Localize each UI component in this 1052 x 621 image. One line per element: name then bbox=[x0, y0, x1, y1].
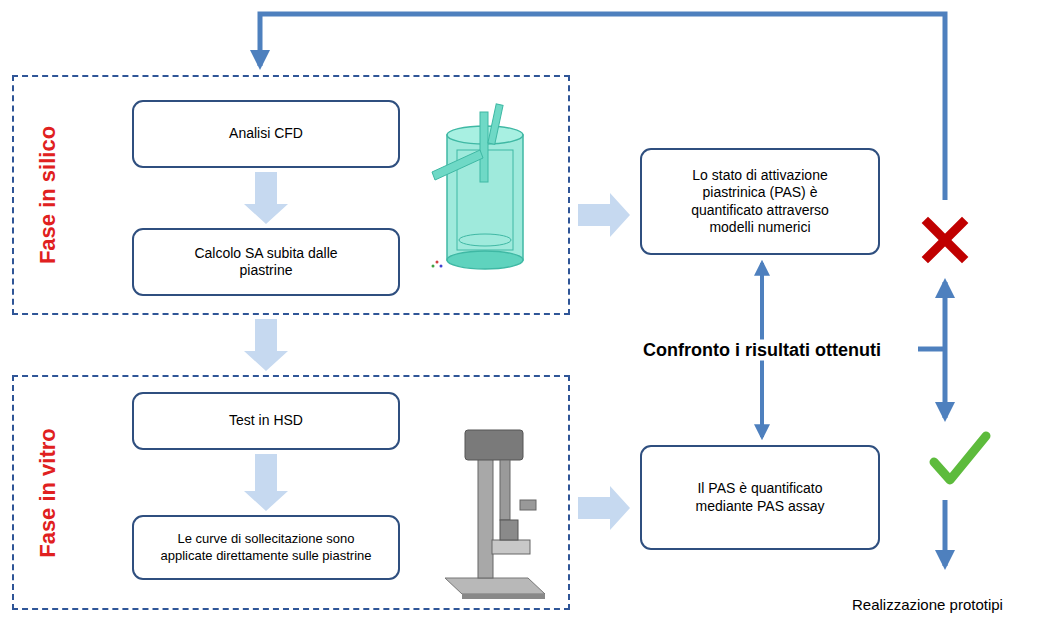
box-text: Test in HSD bbox=[229, 412, 303, 430]
process-box: Calcolo SA subita dalle piastrine bbox=[132, 228, 400, 296]
process-box: Le curve di sollecitazione sono applicat… bbox=[132, 515, 400, 580]
phase-title: Fase in vitro bbox=[34, 428, 62, 558]
phase-title: Fase in silico bbox=[34, 126, 62, 264]
block-arrow bbox=[244, 454, 288, 511]
reject-cross bbox=[928, 223, 962, 257]
edge-label: Confronto i risultati ottenuti bbox=[637, 340, 887, 361]
device-illustration bbox=[432, 104, 524, 269]
process-box: Test in HSD bbox=[132, 392, 400, 450]
block-arrow bbox=[244, 319, 288, 371]
result-box: Il PAS è quantificato mediante PAS assay bbox=[640, 445, 880, 550]
outcome-label: Realizzazione prototipi bbox=[852, 596, 1003, 613]
box-text: Calcolo SA subita dalle piastrine bbox=[171, 245, 361, 280]
phase-region: Fase in silico Analisi CFD Calcolo SA subi… bbox=[12, 75, 570, 315]
box-text: Il PAS è quantificato mediante PAS assay bbox=[674, 480, 846, 515]
block-arrow bbox=[244, 172, 288, 224]
block-arrow bbox=[578, 193, 630, 237]
process-box: Analisi CFD bbox=[132, 100, 400, 168]
block-arrow bbox=[578, 486, 630, 530]
result-box: Lo stato di attivazione piastrinica (PAS… bbox=[640, 148, 880, 255]
phase-region: Fase in vitro Test in HSD Le curve di soll… bbox=[12, 375, 570, 610]
box-text: Le curve di sollecitazione sono applicat… bbox=[150, 531, 382, 564]
box-text: Analisi CFD bbox=[229, 125, 303, 143]
accept-check bbox=[934, 436, 986, 480]
box-text: Lo stato di attivazione piastrinica (PAS… bbox=[674, 167, 846, 237]
hsd-illustration bbox=[445, 430, 545, 599]
